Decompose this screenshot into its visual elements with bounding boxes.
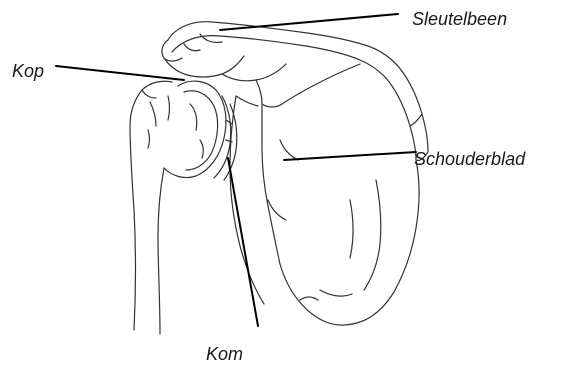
scapula-bone bbox=[230, 64, 419, 325]
humeral-head bbox=[164, 81, 226, 178]
clavicle-pointer bbox=[220, 14, 398, 30]
glenoid-socket bbox=[214, 96, 237, 180]
scapula-pointer bbox=[284, 152, 416, 160]
acromion bbox=[164, 56, 286, 107]
socket-pointer bbox=[228, 158, 258, 326]
clavicle-bone bbox=[162, 22, 428, 161]
scapula-label: Schouderblad bbox=[414, 150, 525, 168]
head-label: Kop bbox=[12, 62, 44, 80]
humerus-bone bbox=[130, 81, 172, 334]
clavicle-label: Sleutelbeen bbox=[412, 10, 507, 28]
head-pointer bbox=[56, 66, 184, 80]
socket-label: Kom bbox=[206, 345, 243, 363]
